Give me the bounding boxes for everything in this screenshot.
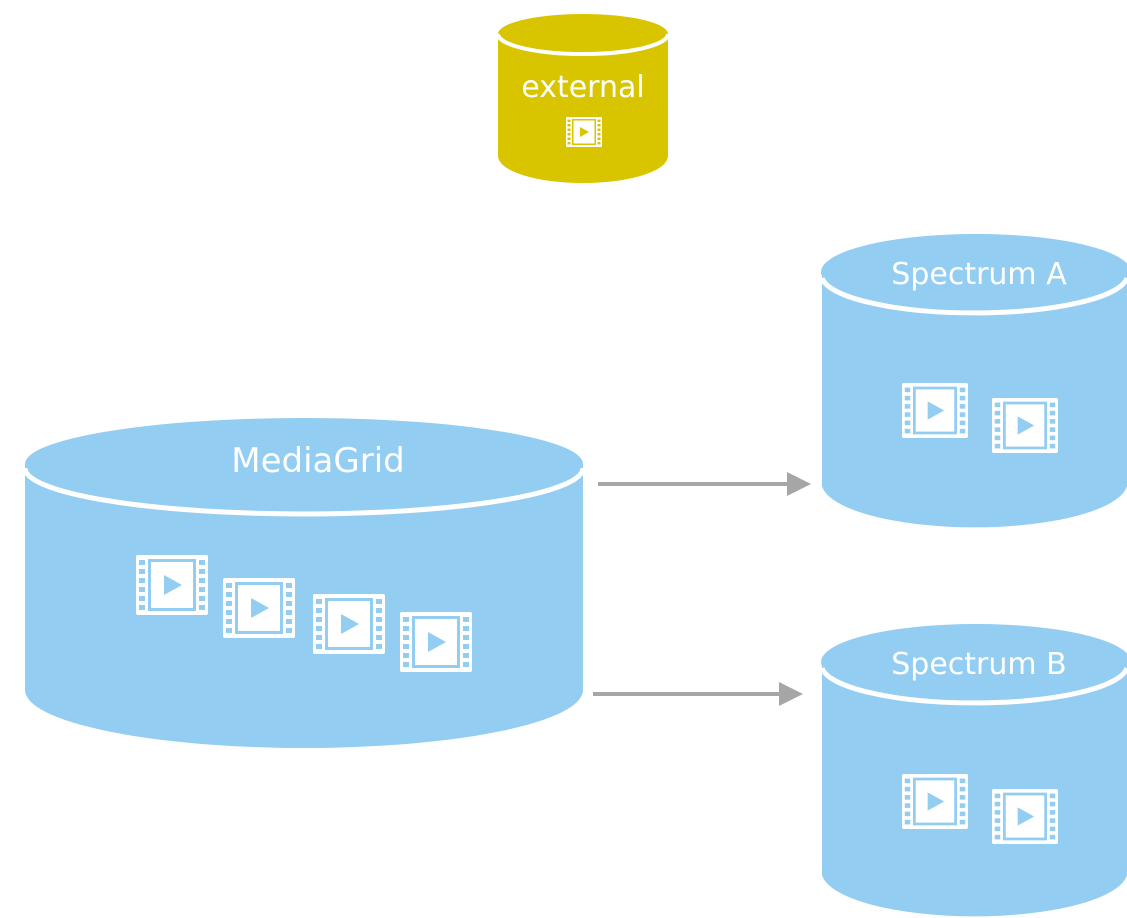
video-file-icon — [313, 594, 385, 654]
video-file-icon — [902, 383, 968, 438]
video-file-icon — [223, 578, 295, 638]
video-file-icon — [566, 117, 602, 147]
spectrum-a-database: Spectrum A — [819, 234, 1127, 528]
external-label: external — [521, 70, 644, 105]
video-file-icon — [136, 555, 208, 615]
spectrum-b-database: Spectrum B — [819, 624, 1127, 917]
arrow-mediagrid-to-spectrum-a — [598, 472, 811, 496]
mediagrid-database: MediaGrid — [22, 418, 586, 748]
arrow-mediagrid-to-spectrum-b — [593, 682, 803, 706]
spectrum-a-label: Spectrum A — [891, 257, 1067, 292]
mediagrid-label: MediaGrid — [231, 441, 404, 481]
spectrum-b-label: Spectrum B — [891, 647, 1067, 682]
video-file-icon — [992, 789, 1058, 844]
video-file-icon — [902, 774, 968, 829]
video-file-icon — [400, 612, 472, 672]
video-file-icon — [992, 398, 1058, 453]
external-database: external — [496, 14, 670, 183]
